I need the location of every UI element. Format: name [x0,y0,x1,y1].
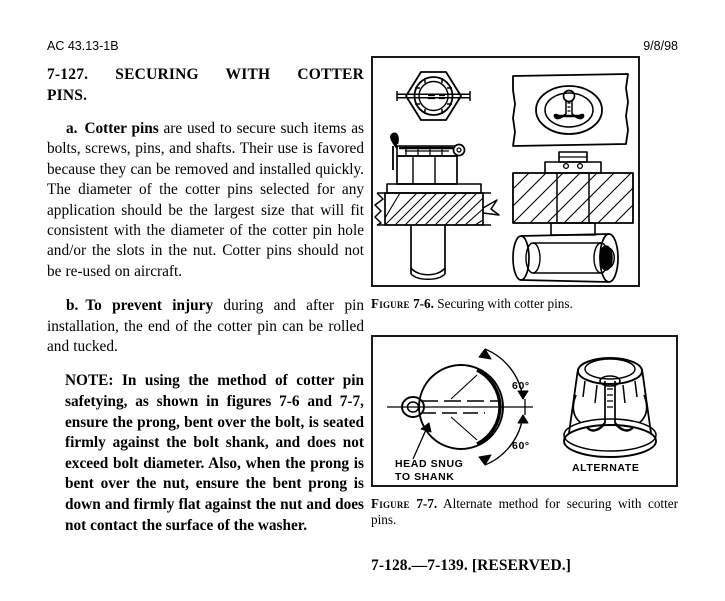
page-header: AC 43.13-1B 9/8/98 [47,38,678,54]
paragraph-b: b. To prevent injury during and after pin… [47,296,364,357]
angle-label-top: 60° [512,380,530,392]
right-column: Figure 7-6. Securing with cotter pins. [371,56,678,576]
document-date: 9/8/98 [643,39,678,53]
paragraph-b-text: during and after pin installation, the e… [47,297,364,356]
figure-7-6-image [371,56,640,287]
note-block: NOTE: In using the method of cotter pin … [65,372,364,534]
figure-7-7-caption-number: 7-7. [416,495,438,511]
figure-7-6-caption-word: Figure [371,296,410,311]
left-column: 7-127. SECURING WITH COTTER PINS. a. Cott… [47,64,364,536]
paragraph-b-lead: To prevent injury [85,297,214,315]
paragraph-a-lead: Cotter pins [84,120,159,137]
figure-7-7-caption: Figure 7-7. Alternate method for securin… [371,496,678,529]
alternate-nut-view [563,356,657,458]
figure-7-6-caption-number: 7-6. [413,296,434,311]
figure-7-7-drawing: 60° 60° HEAD SNUG TO SHANK ALTERNATE [387,347,657,483]
spool-bushing-view [512,233,619,283]
section-heading-line-1: 7-127. SECURING WITH COTTER [47,66,364,83]
alternate-label: ALTERNATE [572,462,639,474]
bolt-section-hatched-view [512,151,634,236]
paragraph-a-label: a. [66,120,78,137]
figure-7-6-caption: Figure 7-6. Securing with cotter pins. [371,296,678,313]
bolt-head-end-view [387,347,533,466]
head-snug-label-line-1: HEAD SNUG [395,458,463,470]
section-heading-line-2: PINS. [47,87,88,104]
section-heading: 7-127. SECURING WITH COTTER PINS. [47,64,364,106]
figure-7-7-image: 60° 60° HEAD SNUG TO SHANK ALTERNATE [371,334,678,487]
figure-7-7-caption-text: Alternate method for securing with cotte… [371,495,678,528]
paragraph-b-label: b. [66,297,79,315]
figure-7-6-drawing [374,71,634,283]
head-snug-label-line-2: TO SHANK [395,471,454,483]
angle-label-bottom: 60° [512,440,530,452]
figure-7-7-caption-word: Figure [371,495,410,511]
figure-7-6-caption-text: Securing with cotter pins. [433,296,573,311]
paragraph-a-text: are used to secure such items as bolts, … [47,120,364,280]
document-number: AC 43.13-1B [47,39,119,53]
paragraph-a: a. Cotter pins are used to secure such it… [47,119,364,282]
torn-sheet-recessed-pin-view [512,73,629,147]
bolt-through-plate-section [374,132,500,280]
reserved-sections-line: 7-128.—7-139. [RESERVED.] [371,556,572,574]
castle-nut-top-view [396,71,471,121]
